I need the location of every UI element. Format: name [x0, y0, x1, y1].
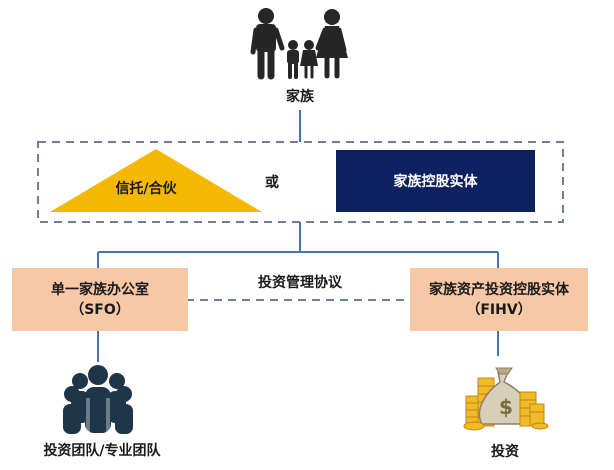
fihv-label: 家族资产投资控股实体	[429, 281, 569, 298]
team-label: 投资团队/专业团队	[43, 443, 161, 459]
sfo-label: 单一家族办公室	[51, 281, 149, 298]
sfo-abbrev: （SFO）	[70, 301, 130, 318]
family-holding-entity-box: 家族控股实体	[336, 150, 535, 212]
or-label: 或	[265, 175, 279, 191]
trust-partnership-label: 信托/合伙	[115, 181, 177, 197]
investment-label: 投资	[491, 444, 519, 460]
family-holding-entity-label: 家族控股实体	[393, 174, 478, 190]
money-bag-icon: $	[463, 367, 549, 431]
fihv-box: 家族资产投资控股实体 （FIHV）	[410, 268, 588, 331]
family-icon	[250, 8, 348, 80]
svg-text:$: $	[499, 395, 513, 419]
dashed-frame	[37, 141, 564, 223]
family-label: 家族	[286, 89, 314, 105]
trust-triangle	[50, 149, 262, 212]
fihv-abbrev: （FIHV）	[466, 301, 532, 318]
team-icon	[63, 365, 133, 434]
sfo-box: 单一家族办公室 （SFO）	[12, 268, 188, 331]
investment-agreement-label: 投资管理协议	[258, 275, 342, 291]
